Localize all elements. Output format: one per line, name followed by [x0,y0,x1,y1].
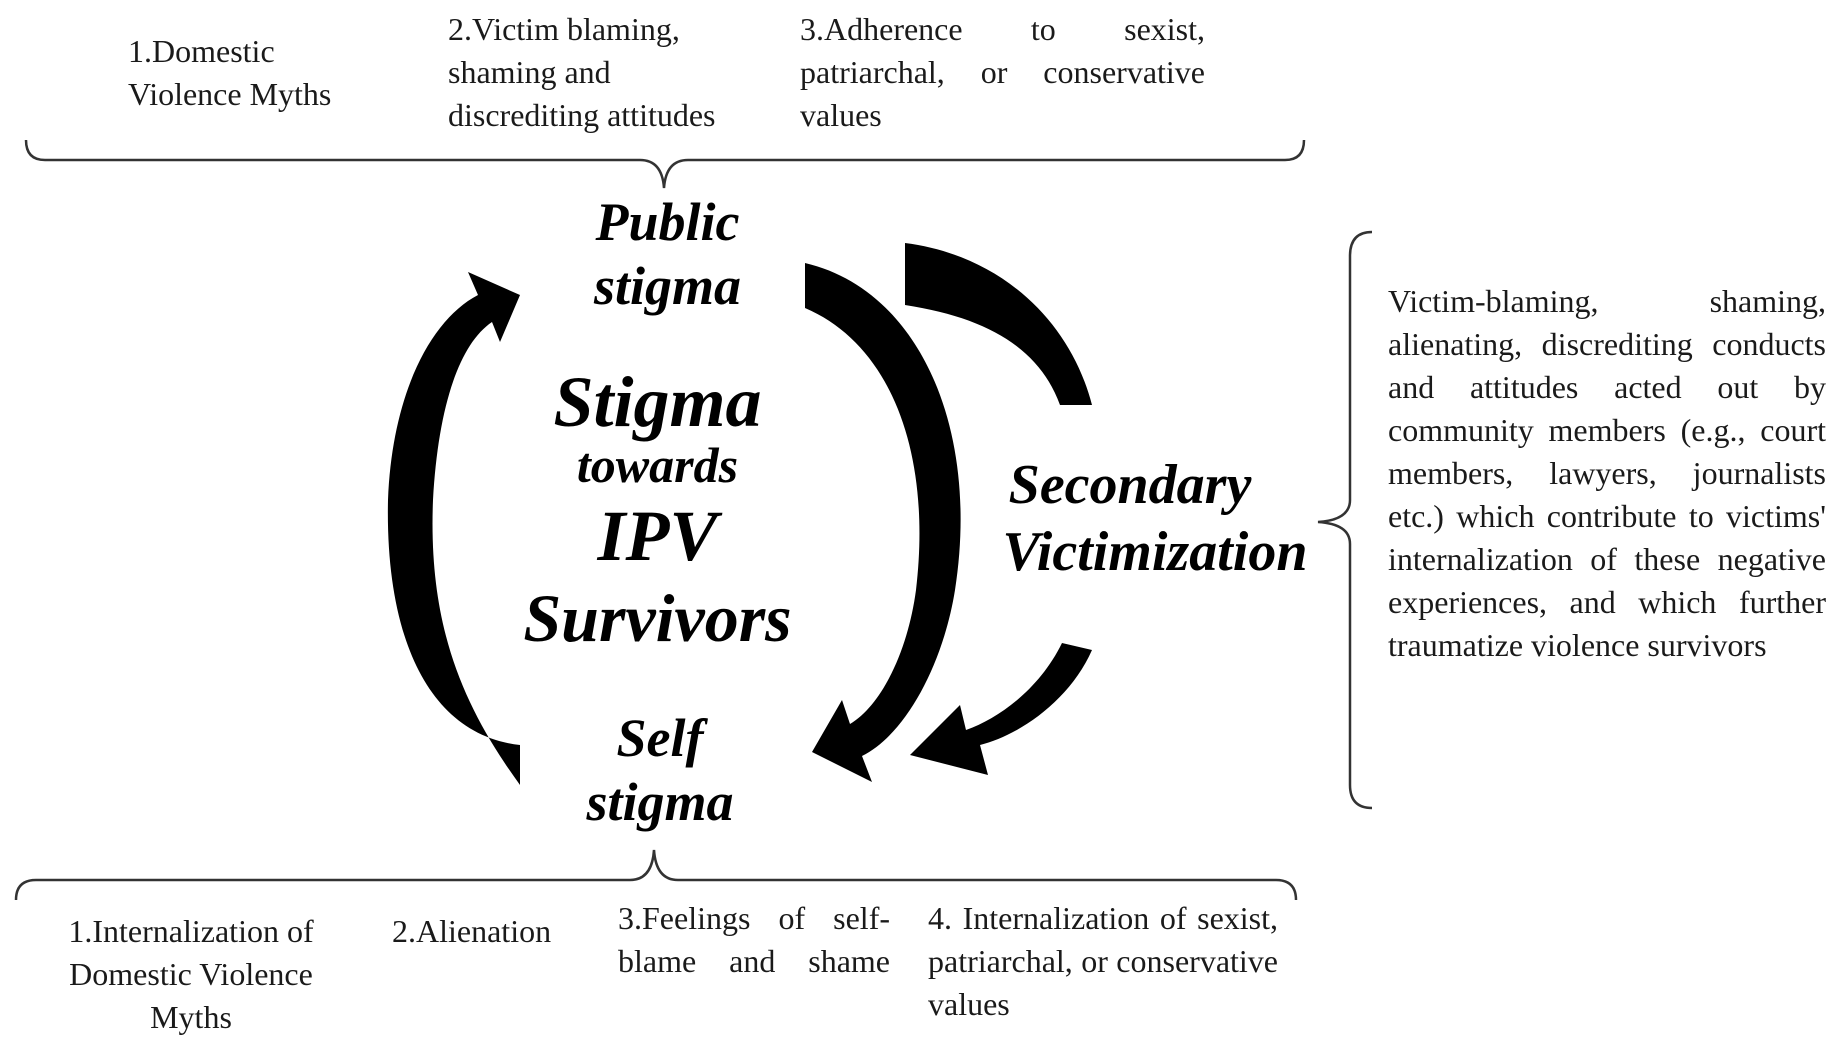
secondary-description: Victim-blaming, shaming, alienating, dis… [1388,283,1826,663]
center-title-line1: Stigma [553,362,762,442]
self-stigma-label: Self stigma [586,708,734,832]
self-factor-2: 2.Alienation [392,913,552,949]
secondary-upper-arrow [905,243,1092,405]
top-brace [24,139,1306,189]
center-title-line2: towards [576,437,739,493]
left-cycle-arrow [387,272,520,785]
public-stigma-label: Public stigma [593,192,742,316]
center-title-line4: Survivors [523,580,792,656]
bottom-brace [14,849,1298,901]
secondary-victimization-line2: Victimization [1002,521,1308,583]
secondary-lower-arrow [910,643,1092,775]
public-factor-3: 3.Adherence to sexist, patriarchal, or c… [800,11,1205,133]
self-factor-1: 1.Internalization of Domestic Violence M… [68,913,314,1035]
right-brace [1317,230,1373,810]
self-factor-3: 3.Feelings of self-blame and shame [618,900,890,979]
public-factor-1: 1.Domestic Violence Myths [128,33,332,112]
secondary-victimization-line1: Secondary [1008,454,1252,516]
right-cycle-arrow [805,263,961,782]
self-factor-4: 4. Internalization of sexist, patriarcha… [928,900,1278,1022]
public-factor-2: 2.Victim blaming, shaming and discrediti… [448,11,716,133]
center-title-line3: IPV [597,496,718,576]
